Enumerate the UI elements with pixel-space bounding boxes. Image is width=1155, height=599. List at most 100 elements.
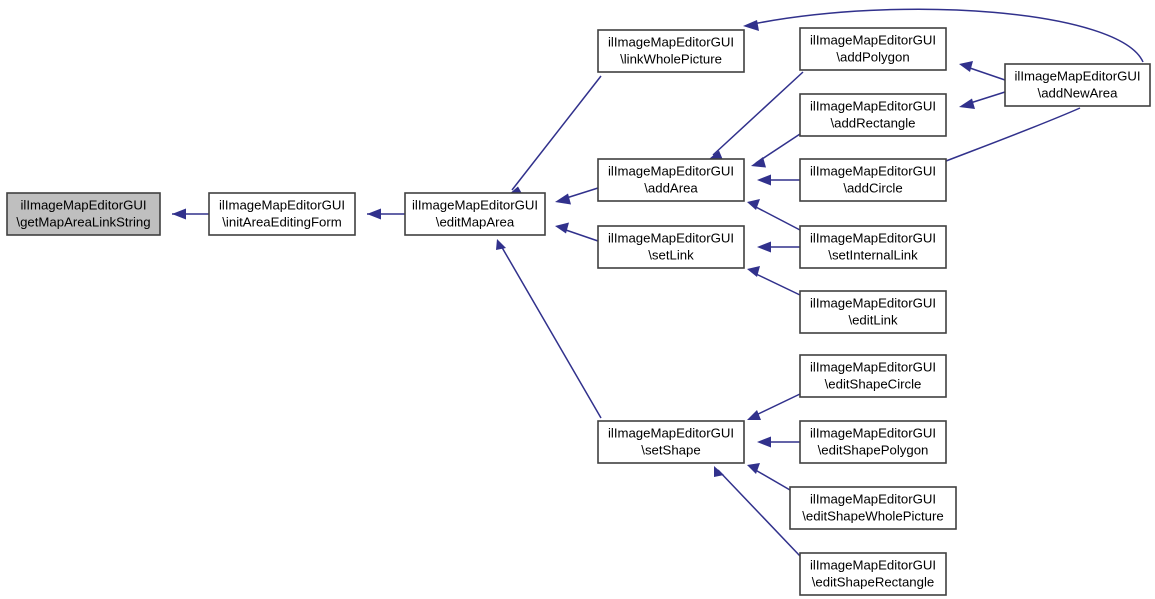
node-label-line2: \editShapePolygon (818, 442, 929, 457)
edge-editMapArea-to-initAreaEditingForm (367, 208, 405, 220)
edge-editShapePolygon-to-setShape (757, 436, 800, 448)
edge-editLink-to-setLink (747, 266, 801, 296)
node-label-line2: \initAreaEditingForm (222, 214, 341, 229)
node-label-line1: ilImageMapEditorGUI (810, 557, 936, 572)
node-label-line2: \setLink (648, 247, 694, 262)
edges-layer (172, 8, 1144, 557)
arrowhead-icon (747, 266, 760, 277)
node-label-line1: ilImageMapEditorGUI (608, 163, 734, 178)
node-box[interactable] (1004, 63, 1151, 107)
edge-line (717, 469, 801, 557)
edge-setInternalLink-to-addArea (747, 199, 801, 231)
node-editShapeCircle[interactable]: ilImageMapEditorGUI\editShapeCircle (799, 354, 947, 398)
node-label-line1: ilImageMapEditorGUI (810, 359, 936, 374)
node-box[interactable] (6, 192, 161, 236)
node-label-line1: ilImageMapEditorGUI (810, 98, 936, 113)
node-editShapeRectangle[interactable]: ilImageMapEditorGUI\editShapeRectangle (799, 552, 947, 596)
node-addCircle[interactable]: ilImageMapEditorGUI\addCircle (799, 158, 947, 202)
node-label-line1: ilImageMapEditorGUI (810, 230, 936, 245)
node-label-line1: ilImageMapEditorGUI (810, 425, 936, 440)
arrowhead-icon (743, 20, 759, 31)
edge-line (751, 271, 801, 296)
node-box[interactable] (208, 192, 356, 236)
edge-addPolygon-to-addArea (709, 71, 804, 160)
node-addPolygon[interactable]: ilImageMapEditorGUI \addPolygon (799, 27, 947, 71)
node-label-line2: \editShapeWholePicture (802, 508, 943, 523)
edge-setLink-to-editMapArea (555, 222, 599, 242)
node-setShape[interactable]: ilImageMapEditorGUI\setShape (597, 420, 745, 464)
node-label-line2: \addArea (644, 180, 698, 195)
node-label-line2: \editMapArea (436, 214, 515, 229)
node-label-line1: ilImageMapEditorGUI (219, 197, 345, 212)
node-box[interactable] (597, 29, 745, 73)
arrowhead-icon (959, 98, 975, 109)
edge-line (751, 393, 801, 418)
node-box[interactable] (799, 552, 947, 596)
arrowhead-icon (747, 463, 760, 474)
node-label-line1: ilImageMapEditorGUI (608, 34, 734, 49)
edge-editShapeRectangle-to-setShape (714, 466, 801, 557)
node-setLink[interactable]: ilImageMapEditorGUI\setLink (597, 225, 745, 269)
node-box[interactable] (597, 158, 745, 202)
node-label-line2: \setInternalLink (828, 247, 918, 262)
arrowhead-icon (751, 157, 766, 168)
node-box[interactable] (597, 225, 745, 269)
node-label-line1: ilImageMapEditorGUI (810, 32, 936, 47)
edge-line (499, 243, 602, 419)
node-label-line1: ilImageMapEditorGUI (1014, 68, 1140, 83)
edge-setShape-to-editMapArea (496, 239, 602, 419)
node-box[interactable] (404, 192, 546, 236)
edge-addNewArea-to-linkWholePicture (743, 8, 1144, 63)
node-addRectangle[interactable]: ilImageMapEditorGUI \addRectangle (799, 93, 947, 137)
edge-setInternalLink-to-setLink (757, 241, 800, 253)
node-label-line2: \addNewArea (1038, 85, 1119, 100)
node-linkWholePicture[interactable]: ilImageMapEditorGUI\linkWholePicture (597, 29, 745, 73)
node-addArea[interactable]: ilImageMapEditorGUI \addArea (597, 158, 745, 202)
arrowhead-icon (555, 222, 569, 234)
edge-line (751, 204, 801, 231)
node-label-line1: ilImageMapEditorGUI (412, 197, 538, 212)
node-box[interactable] (799, 420, 947, 464)
nodes-layer: ilImageMapEditorGUI\getMapAreaLinkString… (6, 27, 1151, 596)
node-label-line1: ilImageMapEditorGUI (810, 491, 936, 506)
node-label-line1: ilImageMapEditorGUI (20, 197, 146, 212)
node-initAreaEditingForm[interactable]: ilImageMapEditorGUI \initAreaEditingForm (208, 192, 356, 236)
node-editShapePolygon[interactable]: ilImageMapEditorGUI \editShapePolygon (799, 420, 947, 464)
node-setInternalLink[interactable]: ilImageMapEditorGUI \setInternalLink (799, 225, 947, 269)
node-label-line2: \setShape (641, 442, 700, 457)
node-box[interactable] (597, 420, 745, 464)
edge-line (712, 71, 804, 156)
arrowhead-icon (757, 241, 771, 253)
node-editMapArea[interactable]: ilImageMapEditorGUI \editMapArea (404, 192, 546, 236)
node-box[interactable] (799, 354, 947, 398)
arrowhead-icon (714, 466, 724, 477)
node-addNewArea[interactable]: ilImageMapEditorGUI \addNewArea (1004, 63, 1151, 107)
node-box[interactable] (799, 225, 947, 269)
node-label-line1: ilImageMapEditorGUI (810, 295, 936, 310)
node-label-line2: \editLink (848, 312, 898, 327)
node-box[interactable] (799, 290, 947, 334)
arrowhead-icon (757, 174, 771, 186)
node-box[interactable] (799, 158, 947, 202)
node-box[interactable] (789, 486, 957, 530)
node-editShapeWholePicture[interactable]: ilImageMapEditorGUI \editShapeWholePictur… (789, 486, 957, 530)
node-getMapAreaLinkString[interactable]: ilImageMapEditorGUI\getMapAreaLinkString (6, 192, 161, 236)
edge-addNewArea-to-addPolygon (959, 61, 1006, 81)
edge-editShapeWholePicture-to-setShape (747, 463, 791, 491)
node-editLink[interactable]: ilImageMapEditorGUI \editLink (799, 290, 947, 334)
arrowhead-icon (757, 436, 771, 448)
node-label-line2: \addCircle (843, 180, 902, 195)
node-label-line2: \addPolygon (836, 49, 909, 64)
node-box[interactable] (799, 93, 947, 137)
edge-line (747, 8, 1144, 63)
arrowhead-icon (172, 208, 186, 220)
edge-line (511, 75, 602, 191)
arrowhead-icon (959, 61, 973, 72)
node-label-line2: \addRectangle (830, 115, 915, 130)
node-box[interactable] (799, 27, 947, 71)
edge-editShapeCircle-to-setShape (747, 393, 801, 420)
arrowhead-icon (709, 150, 723, 160)
arrowhead-icon (496, 239, 506, 250)
